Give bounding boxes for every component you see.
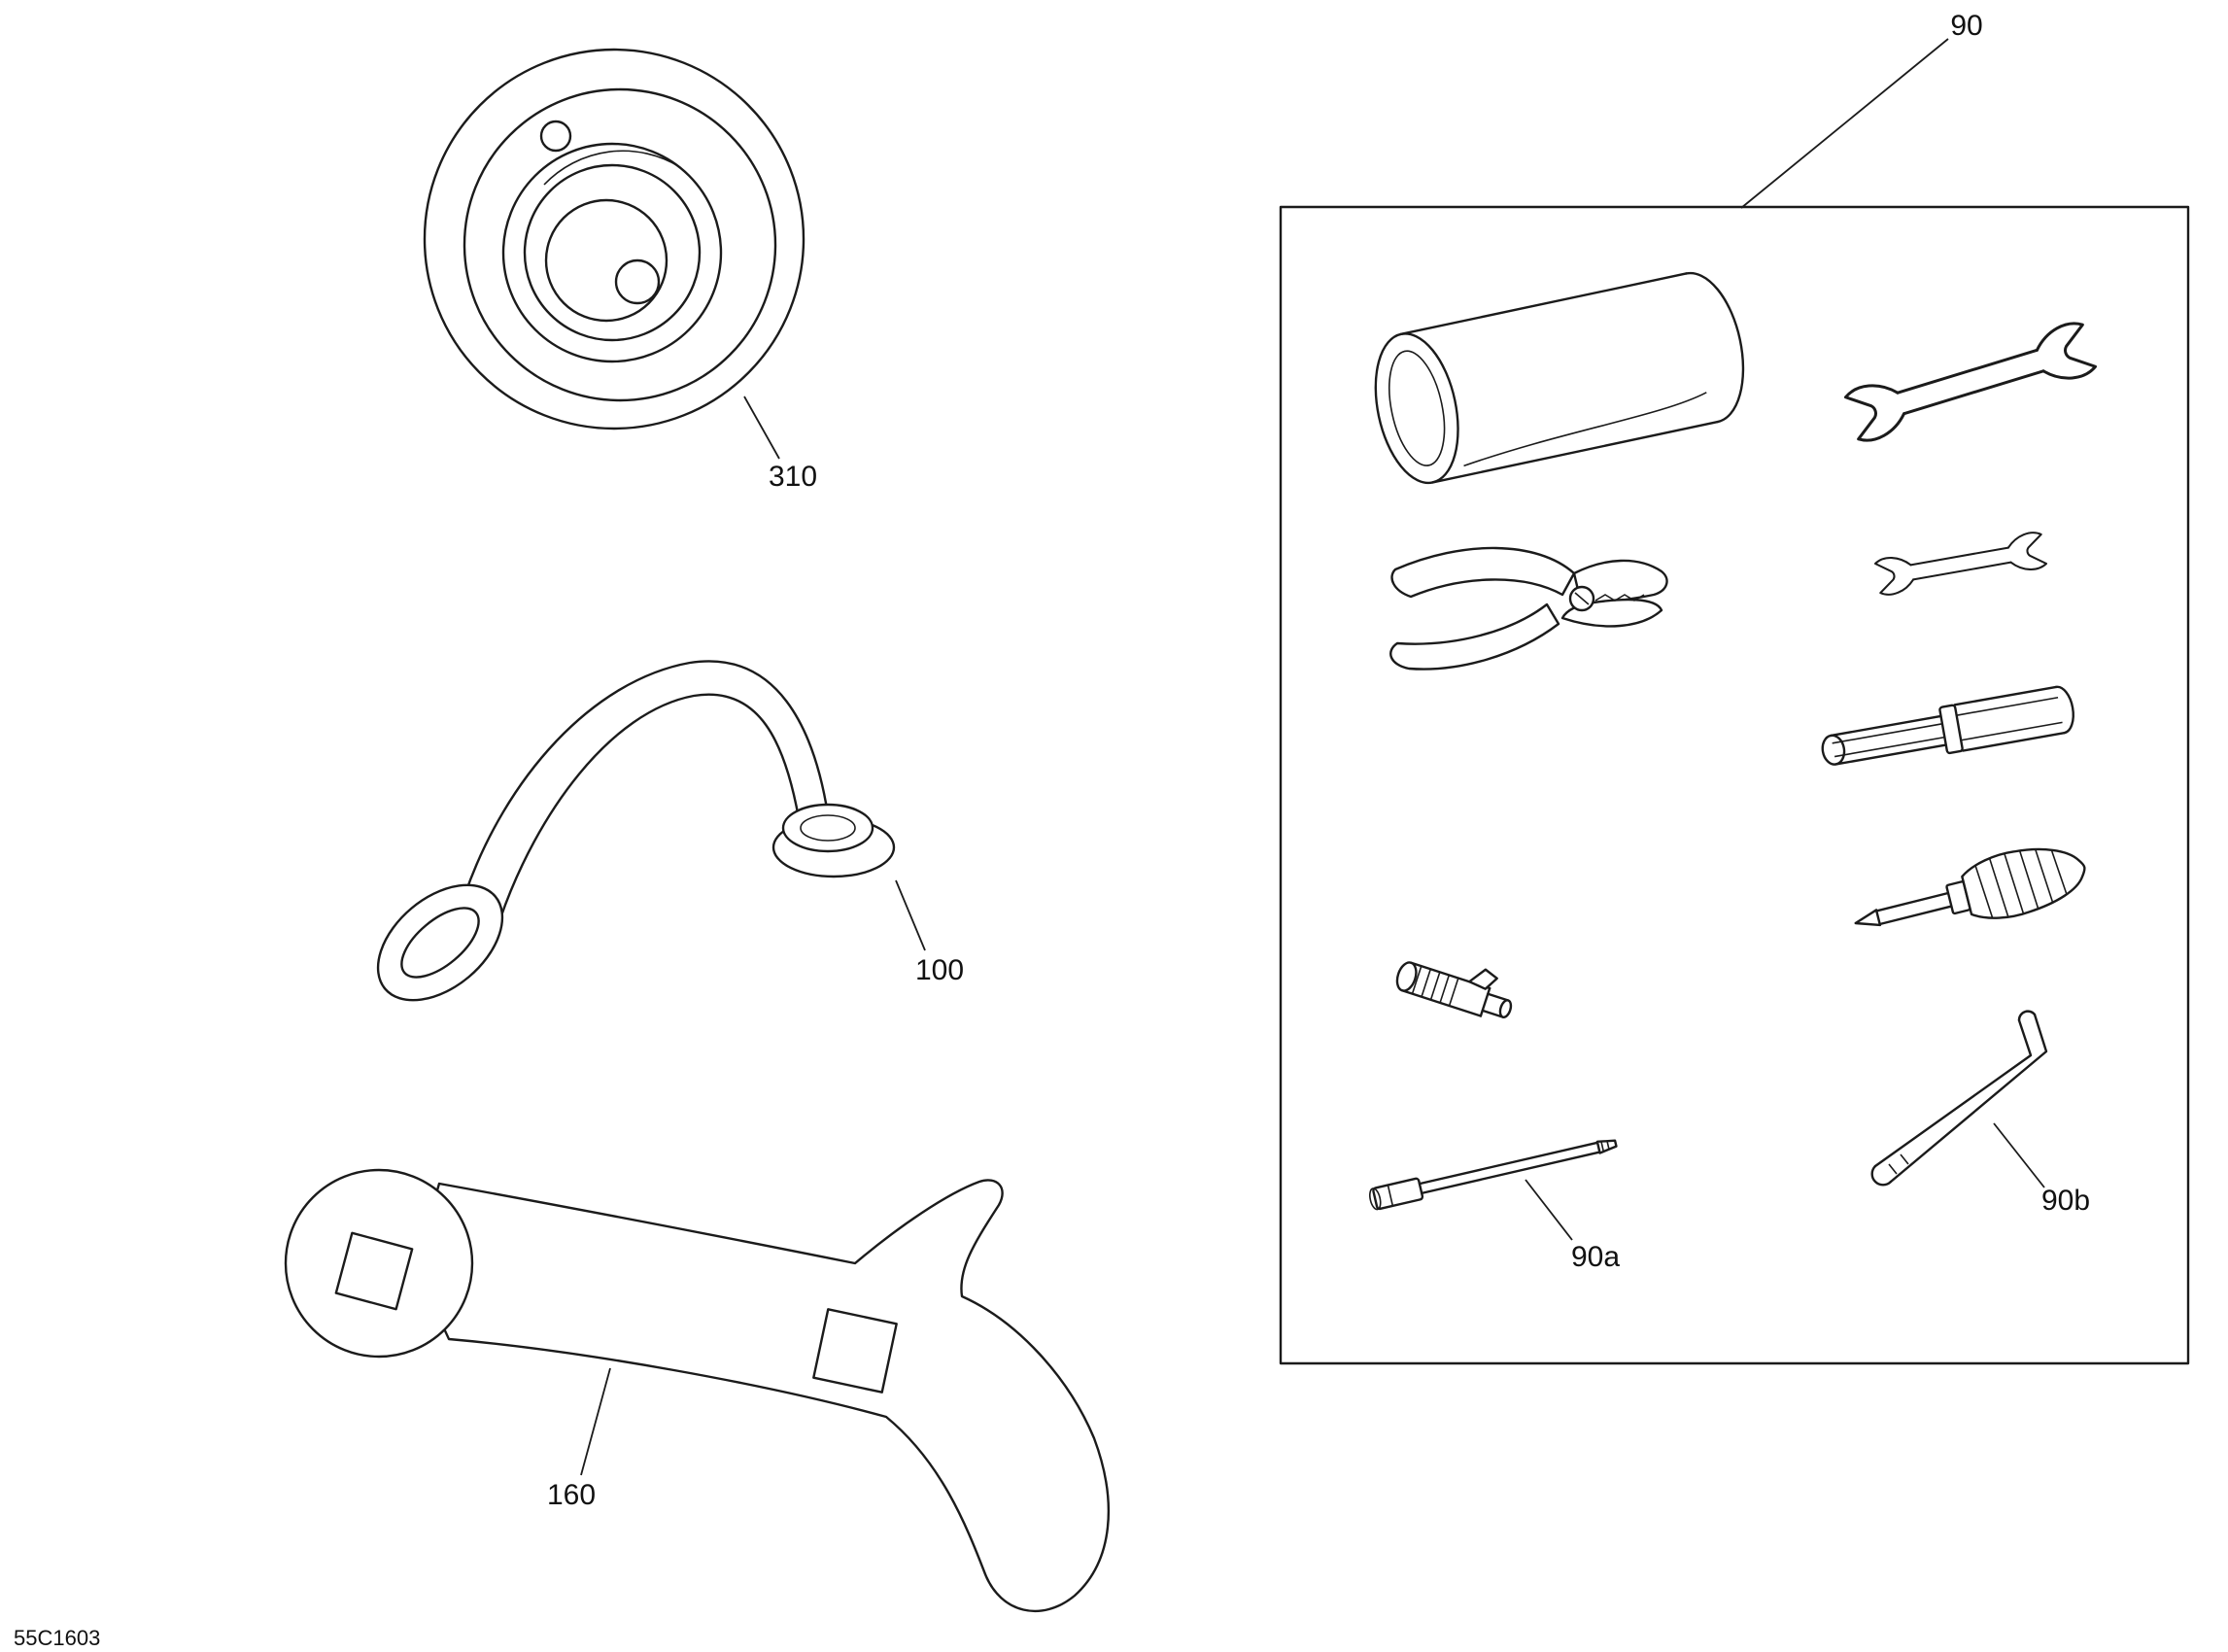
extension-tool-illustration xyxy=(1369,1139,1618,1211)
wrench-square-hole-2 xyxy=(812,1308,898,1394)
screwdriver-illustration xyxy=(1854,847,2086,927)
callout-100: 100 xyxy=(915,954,964,986)
drawing-code: 55C1603 xyxy=(14,1626,100,1650)
cap-illustration xyxy=(423,48,806,430)
leader-160 xyxy=(580,1367,611,1476)
spanner-wrench-illustration xyxy=(284,1168,1110,1612)
callout-160: 160 xyxy=(547,1479,596,1511)
open-end-wrench-small-illustration xyxy=(1873,532,2048,596)
callout-90: 90 xyxy=(1950,10,1982,42)
toolkit-box xyxy=(1279,205,2190,1365)
retainer-strap-illustration xyxy=(376,660,896,1002)
callout-90a: 90a xyxy=(1571,1241,1620,1273)
leader-90 xyxy=(1740,38,1949,209)
leader-90a xyxy=(1525,1179,1573,1241)
torx-key-illustration xyxy=(1870,1010,2048,1187)
pliers-illustration xyxy=(1389,546,1668,671)
leader-100 xyxy=(895,879,926,951)
callout-310: 310 xyxy=(769,461,817,493)
leader-310 xyxy=(743,396,780,460)
callout-90b: 90b xyxy=(2041,1185,2090,1217)
leader-90b xyxy=(1993,1122,2045,1188)
open-end-wrench-large-illustration xyxy=(1843,322,2098,442)
spark-plug-socket-illustration xyxy=(1821,685,2074,766)
valve-adapter-illustration xyxy=(1395,961,1513,1018)
wrench-square-hole-1 xyxy=(334,1231,414,1311)
tool-bag-illustration xyxy=(1374,271,1745,485)
